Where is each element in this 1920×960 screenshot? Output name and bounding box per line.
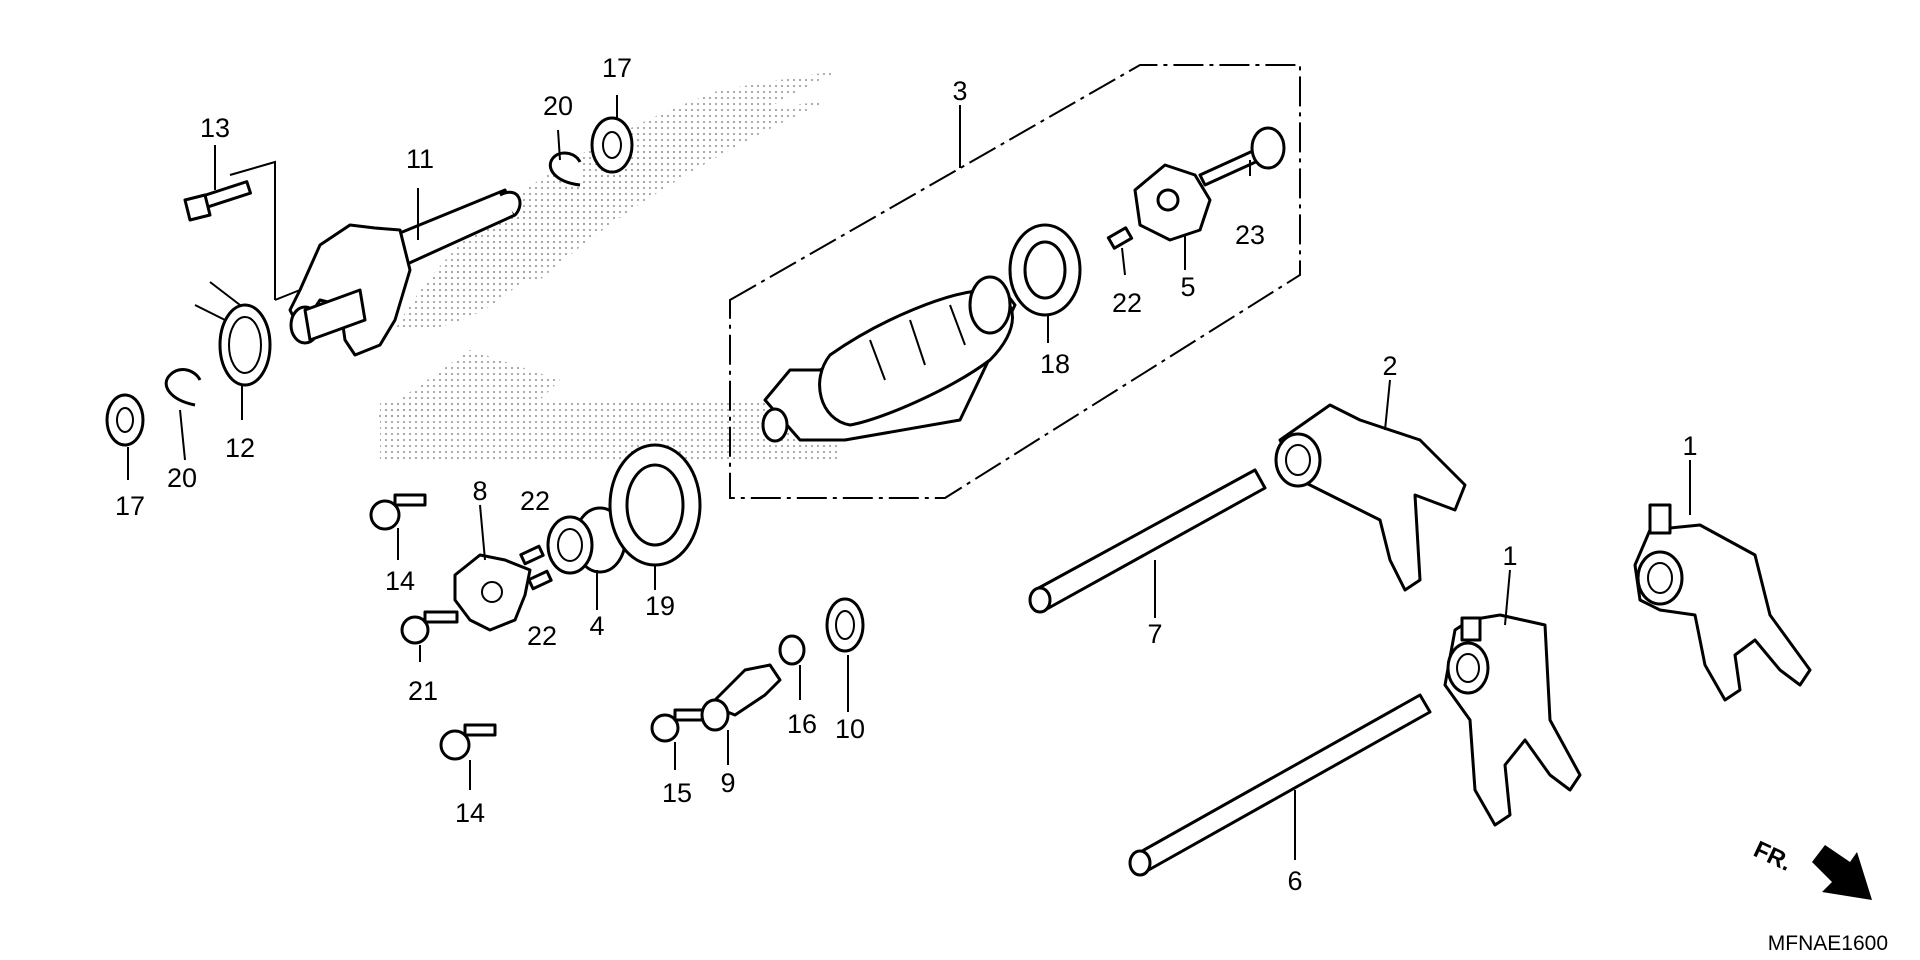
callout-1-center: 1: [1502, 541, 1517, 571]
bolt-14-lower: [439, 723, 497, 761]
callout-21: 21: [408, 676, 438, 706]
snap-ring-20-top: [548, 151, 582, 187]
callout-5: 5: [1180, 272, 1195, 302]
front-arrow: FR.: [1749, 836, 1872, 900]
dowel-pin-lower: [527, 569, 553, 591]
shift-arm-9: [708, 663, 782, 717]
callout-22-lower: 22: [527, 621, 557, 651]
bearing-18: [1008, 223, 1082, 317]
callout-18: 18: [1040, 349, 1070, 379]
callout-14-upper: 14: [385, 566, 415, 596]
callout-17-top: 17: [602, 53, 632, 83]
callout-15: 15: [662, 778, 692, 808]
front-label: FR.: [1749, 836, 1795, 877]
washer-17-left-hole: [116, 407, 134, 433]
callout-16: 16: [787, 709, 817, 739]
shift-fork-1-right: [1633, 503, 1812, 702]
callout-20-top: 20: [543, 91, 573, 121]
arrow-right-icon: [1812, 845, 1872, 900]
washer-16: [778, 634, 806, 666]
drum-center-5: [1133, 163, 1212, 242]
callout-8: 8: [472, 476, 487, 506]
snap-ring-20-left: [164, 368, 202, 407]
diagram-code: MFNAE1600: [1768, 932, 1888, 955]
callout-10: 10: [835, 714, 865, 744]
callout-2: 2: [1382, 351, 1397, 381]
washer-9: [700, 698, 730, 732]
callout-22-top: 22: [1112, 288, 1142, 318]
callout-numbers: 1 1 2 3 4 5 6 7 8 9 10 11 12 13 14 14 15…: [115, 53, 1698, 896]
fork-shaft-6: [1133, 693, 1432, 874]
callout-4: 4: [589, 611, 604, 641]
bolt-14-upper: [369, 493, 427, 531]
gearshift-spindle: [288, 188, 522, 357]
leader-lines: [127, 95, 1691, 860]
callout-12: 12: [225, 433, 255, 463]
fork-shaft-7: [1033, 468, 1267, 612]
callout-3: 3: [952, 76, 967, 106]
bolt-23: [1198, 126, 1286, 187]
bolt-13: [183, 180, 252, 222]
callout-20-left: 20: [167, 463, 197, 493]
callout-23: 23: [1235, 220, 1265, 250]
callout-22-upper: 22: [520, 486, 550, 516]
callout-6: 6: [1287, 866, 1302, 896]
shift-fork-1-center: [1443, 613, 1582, 827]
dowel-pin-upper: [519, 544, 545, 566]
callout-14-lower: 14: [455, 798, 485, 828]
fork-shaft-7-end: [1028, 586, 1052, 614]
washer-17-top: [590, 116, 634, 174]
return-spring-12: [194, 281, 272, 387]
callout-7: 7: [1147, 619, 1162, 649]
callout-17-left: 17: [115, 491, 145, 521]
callout-13: 13: [200, 113, 230, 143]
spring-10: [825, 597, 865, 653]
callout-1-right: 1: [1682, 431, 1697, 461]
callout-19: 19: [645, 591, 675, 621]
dowel-pin-top: [1106, 226, 1134, 250]
bolt-21: [400, 610, 459, 645]
stopper-plate-8-hole: [481, 581, 503, 603]
stopper-plate-8: [453, 553, 532, 632]
drum-group-outline: [729, 64, 1301, 499]
callout-11: 11: [406, 144, 434, 174]
washer-17-top-hole: [602, 131, 622, 159]
fork-shaft-6-end: [1128, 849, 1152, 877]
shift-drum: [761, 275, 1017, 443]
washer-17-left: [105, 393, 145, 447]
shift-fork-2: [1274, 403, 1467, 592]
callout-9: 9: [720, 768, 735, 798]
bearing-19: [608, 443, 702, 567]
bolt-15: [650, 708, 707, 743]
